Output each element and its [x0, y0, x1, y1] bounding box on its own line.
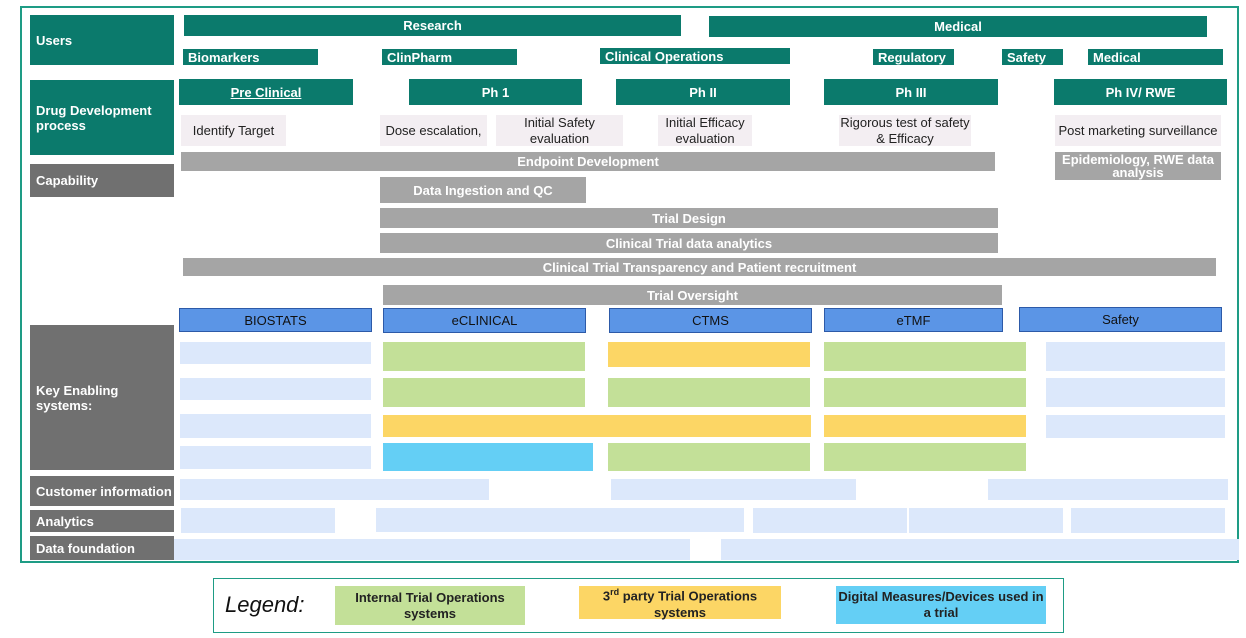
data-foundation-cell [174, 539, 690, 560]
users-medical-bar: Medical [709, 16, 1207, 37]
system-biostats: BIOSTATS [179, 308, 372, 332]
data-foundation-cell [721, 539, 1239, 560]
phase-description: Initial Safety evaluation [496, 115, 623, 146]
row-label-drug-development: Drug Development process [30, 80, 174, 155]
row-label-customer-information: Customer information [30, 476, 174, 506]
capability-trial-design: Trial Design [380, 208, 998, 228]
phase-4-rwe: Ph IV/ RWE [1054, 79, 1227, 105]
system-safety: Safety [1019, 307, 1222, 332]
capability-clinical-trial-analytics: Clinical Trial data analytics [380, 233, 998, 253]
legend: Legend: Internal Trial Operations system… [213, 578, 1064, 633]
row-label-key-enabling-systems: Key Enabling systems: [30, 325, 174, 470]
system-cell [1046, 378, 1225, 407]
system-cell [180, 414, 371, 438]
system-cell [180, 378, 371, 400]
capability-trial-oversight: Trial Oversight [383, 285, 1002, 305]
system-cell [1046, 342, 1225, 371]
analytics-cell [1071, 508, 1225, 533]
user-group-biomarkers: Biomarkers [183, 49, 318, 65]
system-cell [383, 415, 811, 437]
row-label-users: Users [30, 15, 174, 65]
capability-data-ingestion-qc: Data Ingestion and QC [380, 177, 586, 203]
system-cell [824, 443, 1026, 471]
system-cell [180, 342, 371, 364]
analytics-cell [753, 508, 907, 533]
capability-transparency-recruitment: Clinical Trial Transparency and Patient … [183, 258, 1216, 276]
analytics-cell [909, 508, 1063, 533]
customer-info-cell [988, 479, 1228, 500]
users-research-bar: Research [184, 15, 681, 36]
analytics-cell [376, 508, 744, 532]
legend-third-party-systems: 3rd party Trial Operations systems [579, 586, 781, 620]
system-cell [608, 378, 810, 407]
legend-digital-measures: Digital Measures/Devices used in a trial [836, 586, 1046, 624]
row-label-data-foundation: Data foundation [30, 536, 174, 560]
phase-description: Rigorous test of safety & Efficacy [839, 114, 971, 146]
capability-epidemiology-rwe: Epidemiology, RWE data analysis [1055, 152, 1221, 180]
legend-internal-systems: Internal Trial Operations systems [335, 586, 525, 625]
system-cell [824, 342, 1026, 371]
row-label-capability: Capability [30, 164, 174, 197]
system-cell [383, 378, 585, 407]
phase-description: Post marketing surveillance [1055, 115, 1221, 146]
phase-pre-clinical[interactable]: Pre Clinical [179, 79, 353, 105]
legend-title: Legend: [225, 592, 305, 617]
system-ctms: CTMS [609, 308, 812, 333]
user-group-medical: Medical [1088, 49, 1223, 65]
system-eclinical: eCLINICAL [383, 308, 586, 333]
phase-description: Initial Efficacy evaluation [658, 115, 752, 146]
system-cell [383, 443, 593, 471]
customer-info-cell [611, 479, 856, 500]
system-cell [180, 446, 371, 469]
system-cell [824, 415, 1026, 437]
user-group-regulatory: Regulatory [873, 49, 954, 65]
phase-3: Ph III [824, 79, 998, 105]
row-label-analytics: Analytics [30, 510, 174, 532]
customer-info-cell [180, 479, 489, 500]
phase-description: Dose escalation, [380, 115, 487, 146]
analytics-cell [181, 508, 335, 533]
system-cell [1046, 415, 1225, 438]
system-cell [383, 342, 585, 371]
user-group-clinpharm: ClinPharm [382, 49, 517, 65]
phase-2: Ph II [616, 79, 790, 105]
system-etmf: eTMF [824, 308, 1003, 332]
user-group-safety: Safety [1002, 49, 1063, 65]
capability-endpoint-development: Endpoint Development [181, 152, 995, 171]
diagram-frame [20, 6, 1239, 563]
phase-1: Ph 1 [409, 79, 582, 105]
phase-description: Identify Target [181, 115, 286, 146]
system-cell [608, 342, 810, 367]
user-group-clinical-operations: Clinical Operations [600, 48, 790, 64]
system-cell [608, 443, 810, 471]
system-cell [824, 378, 1026, 407]
